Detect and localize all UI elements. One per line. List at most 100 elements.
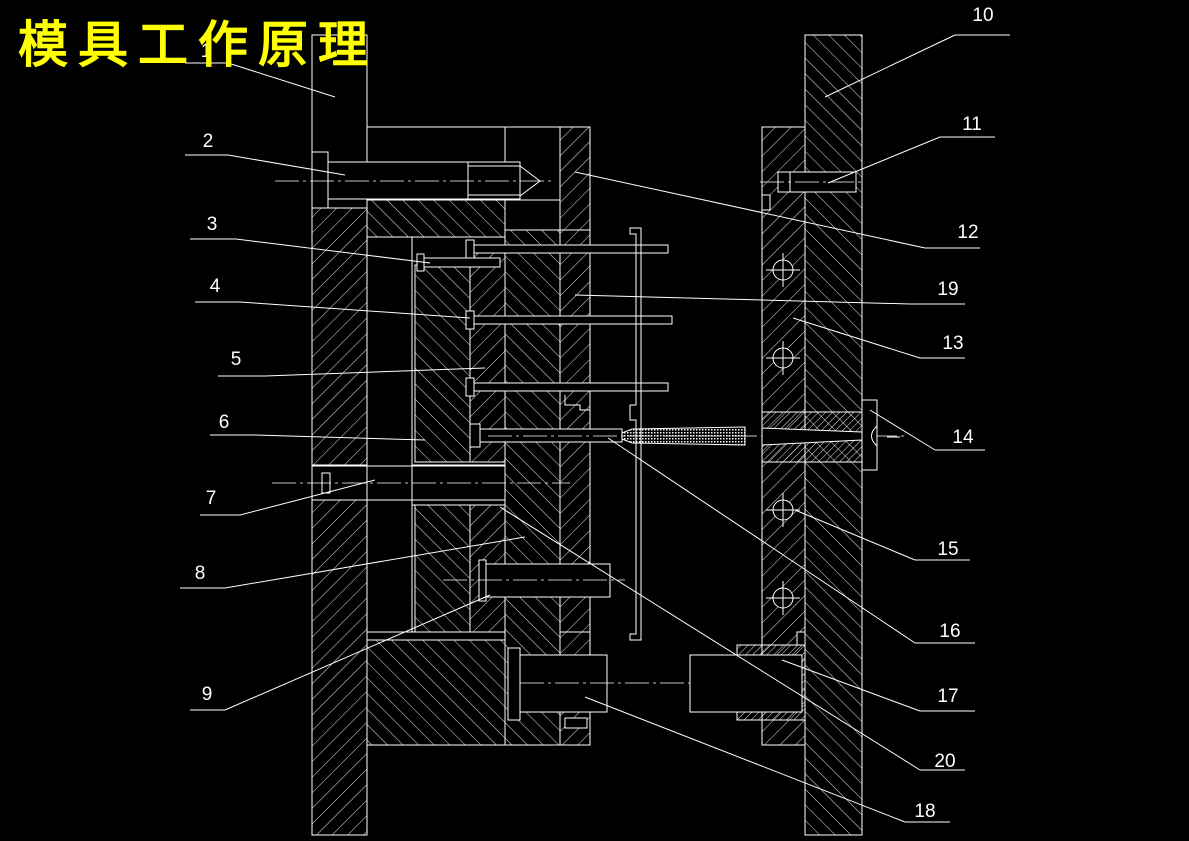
ejector-pin-top-head <box>465 239 475 259</box>
callout-2-leader <box>227 154 346 176</box>
callout-7-number: 7 <box>206 488 217 509</box>
nozzle-seat <box>871 425 878 447</box>
callout-18-leader <box>584 696 906 823</box>
cooling-channel-2 <box>766 341 800 375</box>
callout-18-number: 18 <box>914 801 935 822</box>
callout-15-leader <box>794 509 916 561</box>
callout-16-number: 16 <box>939 621 960 642</box>
bolt-2-shank <box>327 161 521 200</box>
ejector-pin-5-body <box>473 382 669 392</box>
callout-14-leader <box>869 409 936 451</box>
ejector-pin-top-body <box>473 244 669 254</box>
callout-12-leader <box>574 171 926 249</box>
callout-6: 6 <box>210 412 426 441</box>
support-pin-9 <box>443 559 625 602</box>
drawing-title: 模具工作原理 <box>18 16 378 74</box>
ejector-pin-4 <box>465 310 673 330</box>
callout-10-leader <box>824 34 956 98</box>
callout-19: 19 <box>574 279 965 305</box>
spacer-block <box>366 631 506 746</box>
spacer-block-section <box>366 639 506 746</box>
callout-16: 16 <box>607 437 975 644</box>
sprue-puller-pin-body <box>479 428 623 443</box>
callout-9-number: 9 <box>202 684 213 705</box>
ejector-bolt-slot <box>411 464 506 506</box>
left-clamping-plate-section-upper <box>311 207 368 466</box>
callout-20: 20 <box>499 506 965 772</box>
bolt-2 <box>275 151 552 209</box>
callout-20-number: 20 <box>934 751 955 772</box>
callout-11: 11 <box>827 114 995 184</box>
callout-2: 2 <box>185 131 346 176</box>
bolt-11 <box>760 171 862 193</box>
callout-15: 15 <box>794 509 970 561</box>
sprue-bushing-14 <box>761 399 900 471</box>
callout-4-leader <box>239 301 471 319</box>
callout-8: 8 <box>180 536 526 589</box>
ejector-pin-5-head <box>465 377 475 397</box>
callout-7-leader <box>239 479 376 516</box>
left-clamping-plate-section-lower <box>311 499 368 836</box>
cavity-plate-bushing-recess <box>796 631 806 646</box>
callout-9: 9 <box>190 594 491 711</box>
callout-6-number: 6 <box>219 412 230 433</box>
callout-6-leader <box>254 434 426 441</box>
callout-10: 10 <box>824 5 1010 98</box>
callout-13-leader <box>792 317 921 359</box>
callout-13: 13 <box>792 317 965 359</box>
cooling-channel-3 <box>766 493 800 527</box>
callout-17: 17 <box>781 659 975 712</box>
support-plate-section <box>366 199 506 238</box>
callout-11-leader <box>827 136 941 184</box>
callout-5: 5 <box>218 349 486 377</box>
callout-4: 4 <box>195 276 471 319</box>
callout-4-number: 4 <box>210 276 221 297</box>
callout-3: 3 <box>190 214 431 264</box>
callout-17-number: 17 <box>937 686 958 707</box>
guide-pin-18-flange <box>507 647 521 721</box>
callout-19-number: 19 <box>937 279 958 300</box>
molded-part <box>629 227 642 641</box>
callout-14: 14 <box>869 409 985 451</box>
callout-8-leader <box>224 536 526 589</box>
callout-8-number: 8 <box>195 563 206 584</box>
ejector-plate-upper-left <box>414 264 471 463</box>
sprue-channel <box>761 427 863 446</box>
callout-7: 7 <box>200 479 376 516</box>
callout-1-number: 1 <box>201 41 212 62</box>
callout-10-number: 10 <box>972 5 993 26</box>
guide-pin-18 <box>507 647 800 721</box>
callout-12: 12 <box>574 171 980 249</box>
screw-3-body <box>423 257 501 268</box>
callout-5-leader <box>264 367 486 377</box>
sprue-runner-body <box>621 426 746 446</box>
support-pin-9-body <box>485 563 611 598</box>
callout-2-number: 2 <box>203 131 214 152</box>
left-clamping-plate <box>311 34 368 836</box>
ejector-pin-5 <box>465 377 669 397</box>
callout-3-number: 3 <box>207 214 218 235</box>
callout-9-leader <box>224 594 491 711</box>
sprue-runner <box>621 426 746 446</box>
guide-bushing-17 <box>689 644 806 721</box>
a-plate-notch <box>564 717 588 729</box>
guide-pin-18-body <box>519 654 608 713</box>
callout-18: 18 <box>584 696 950 823</box>
a-plate-step <box>564 395 590 411</box>
callout-3-leader <box>235 238 431 264</box>
callout-19-leader <box>574 294 911 305</box>
callout-1: 1 <box>185 41 336 98</box>
cooling-channel-4 <box>766 581 800 615</box>
callout-15-number: 15 <box>937 539 958 560</box>
callout-20-leader <box>499 506 921 771</box>
bolt-2-head <box>311 151 329 209</box>
callout-11-number: 11 <box>962 114 982 135</box>
sprue-bushing-flange <box>861 399 878 471</box>
cavity-plate-step <box>761 194 771 211</box>
callout-13-number: 13 <box>942 333 963 354</box>
guide-bushing-bore <box>689 654 803 713</box>
callout-1-leader <box>227 62 336 98</box>
callout-16-leader <box>607 437 916 644</box>
